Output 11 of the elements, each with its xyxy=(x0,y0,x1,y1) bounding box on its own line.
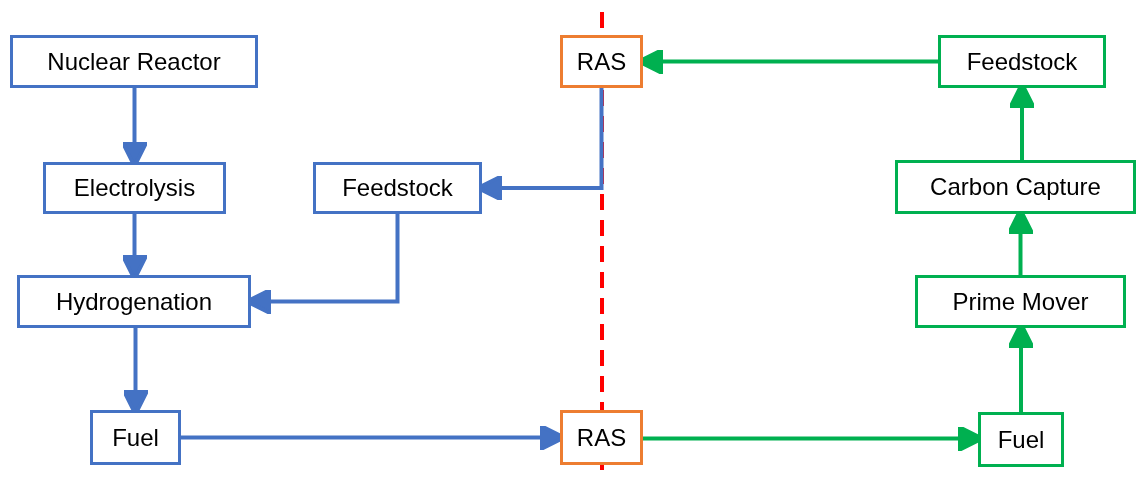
process-box: RAS xyxy=(560,35,643,88)
process-box: Fuel xyxy=(978,412,1064,467)
process-box: Feedstock xyxy=(938,35,1106,88)
process-box: Prime Mover xyxy=(915,275,1126,328)
process-box: Carbon Capture xyxy=(895,160,1136,214)
process-box: Fuel xyxy=(90,410,181,465)
process-box: Electrolysis xyxy=(43,162,226,214)
process-box: Feedstock xyxy=(313,162,482,214)
process-box: RAS xyxy=(560,410,643,465)
process-box: Nuclear Reactor xyxy=(10,35,258,88)
process-box: Hydrogenation xyxy=(17,275,251,328)
